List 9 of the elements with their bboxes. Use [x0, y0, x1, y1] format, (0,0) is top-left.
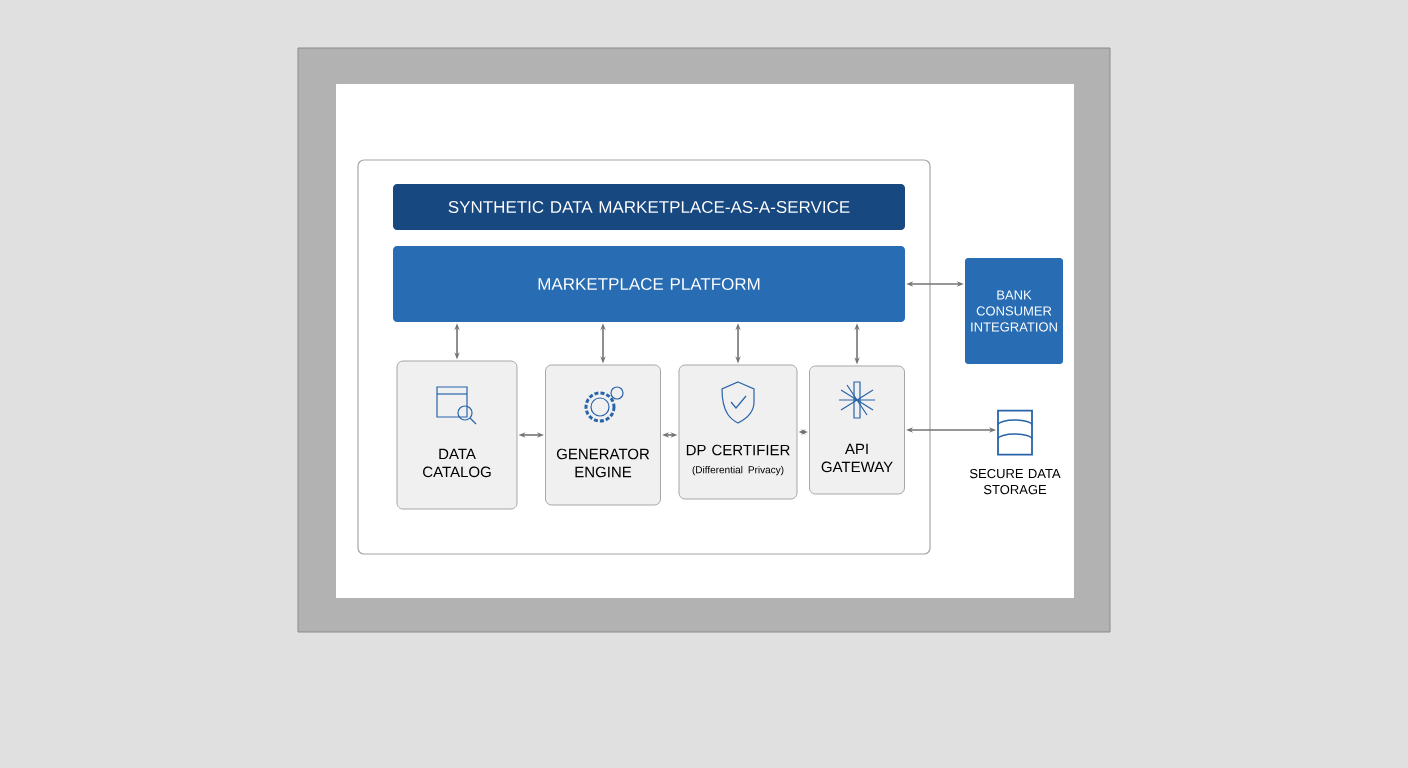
module-box: DATA CATALOG — [396, 360, 518, 510]
caption-text: SECURE DATA STORAGE — [970, 469, 1061, 495]
module-box: API GATEWAY — [809, 365, 905, 495]
database-icon — [997, 409, 1033, 456]
integration-box: BANK CONSUMER INTEGRATION — [965, 258, 1063, 364]
platform-bar: MARKETPLACE PLATFORM — [393, 246, 905, 322]
module-box: GENERATOR ENGINE — [545, 364, 661, 506]
module-box: DP CERTIFIER (Differential Privacy) — [678, 364, 798, 500]
title-bar: SYNTHETIC DATA MARKETPLACE-AS-A-SERVICE — [393, 184, 905, 230]
